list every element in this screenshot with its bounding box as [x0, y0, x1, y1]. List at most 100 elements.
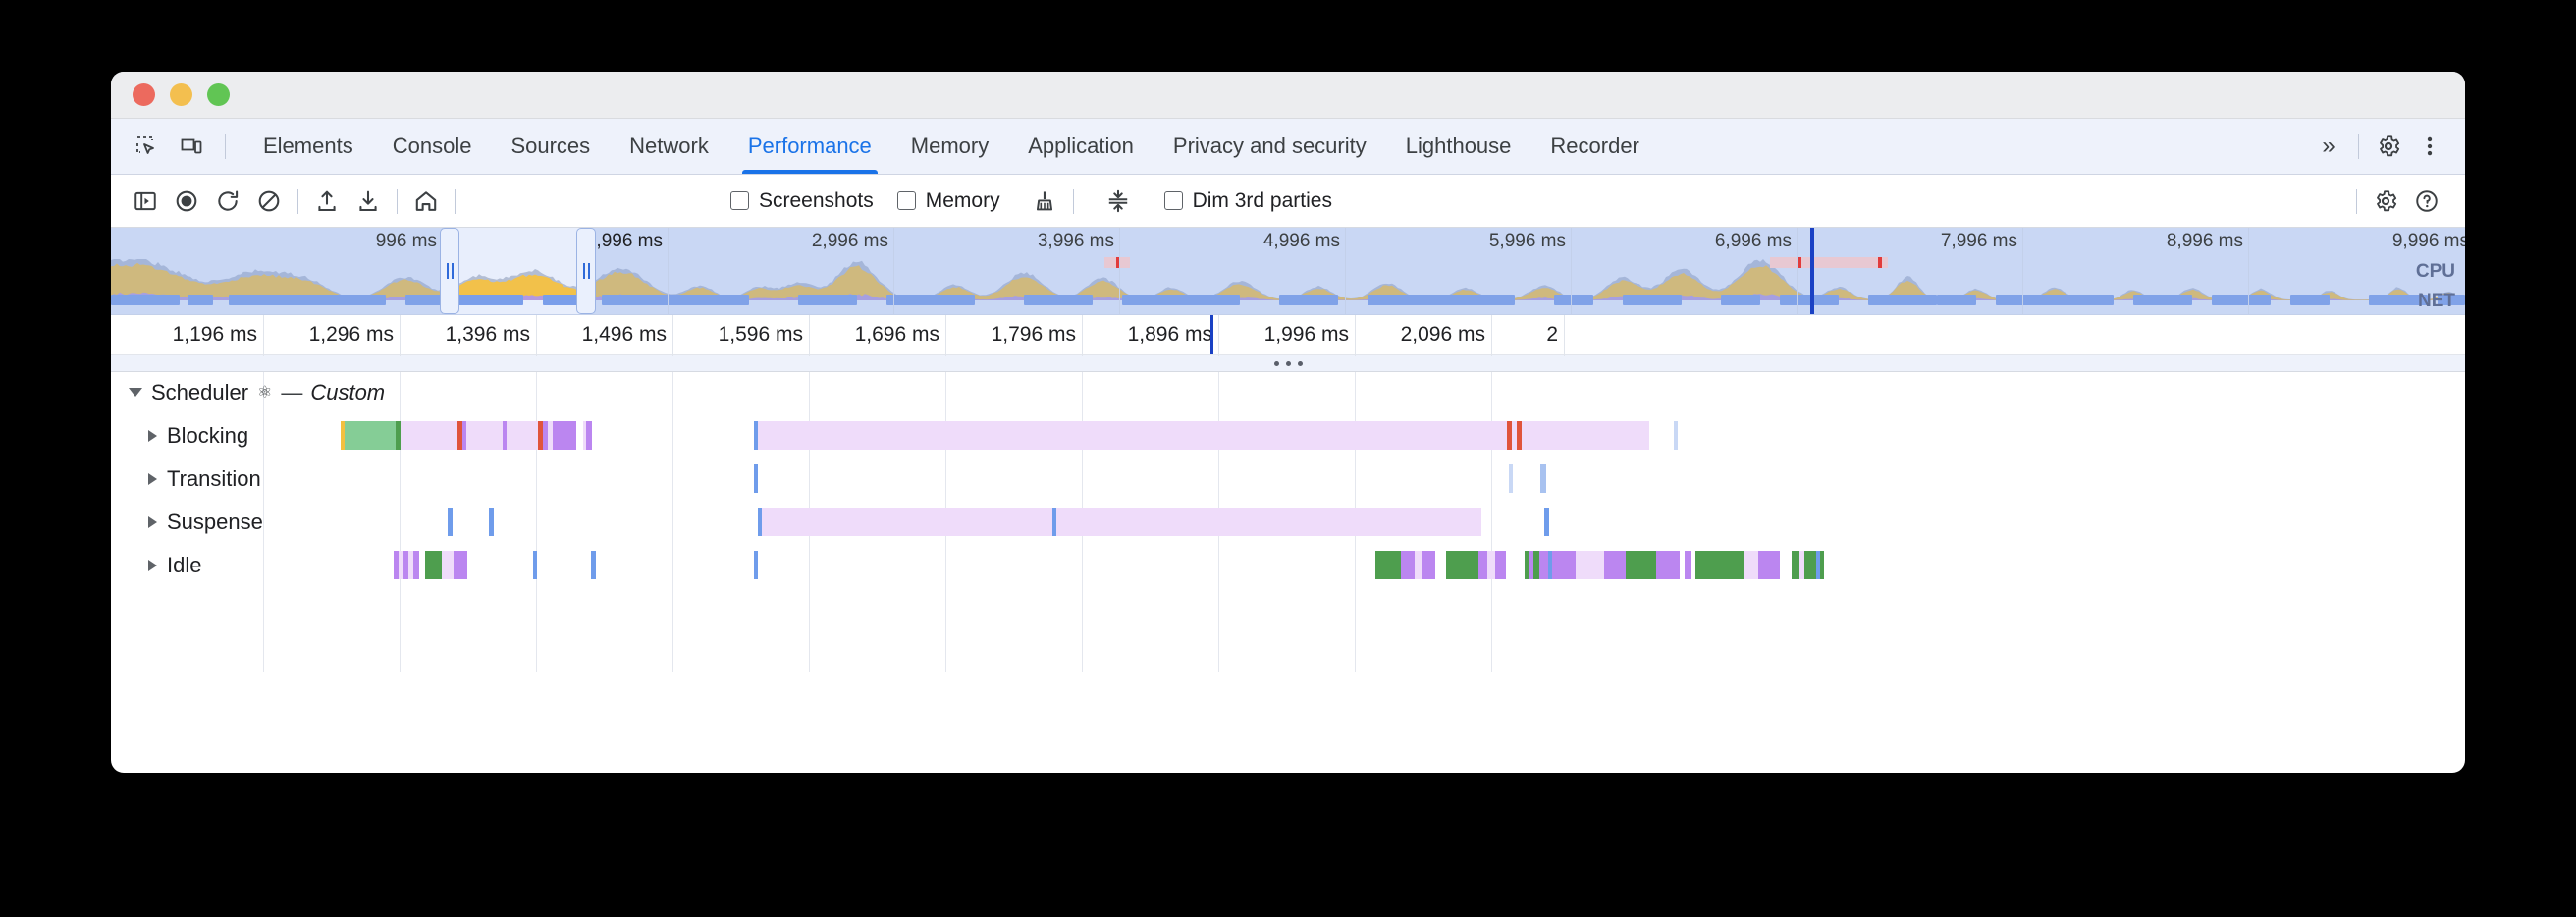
flame-event-bar[interactable]: [408, 551, 413, 579]
tab-overflow-icon[interactable]: »: [2309, 127, 2348, 166]
flame-event-bar[interactable]: [462, 421, 466, 450]
flame-event-bar[interactable]: [1509, 464, 1513, 493]
dim-3rd-parties-checkbox[interactable]: Dim 3rd parties: [1163, 189, 1332, 213]
flame-event-bar[interactable]: [1548, 551, 1552, 579]
collapse-icon[interactable]: [1098, 181, 1139, 222]
flame-event-bar[interactable]: [448, 508, 453, 536]
screenshots-checkbox-box[interactable]: [730, 191, 749, 210]
flame-event-bar[interactable]: [754, 551, 758, 579]
chevron-down-icon[interactable]: [129, 388, 142, 397]
chevron-right-icon[interactable]: [148, 515, 157, 528]
flame-event-bar[interactable]: [1052, 508, 1056, 536]
overview-window-left-handle[interactable]: [440, 228, 459, 314]
flame-event-bar[interactable]: [1512, 421, 1517, 450]
tab-memory[interactable]: Memory: [891, 119, 1008, 174]
flame-event-bar[interactable]: [1695, 551, 1744, 579]
flame-event-bar[interactable]: [533, 551, 537, 579]
zoom-window-button[interactable]: [207, 83, 230, 106]
flame-event-bar[interactable]: [576, 421, 583, 450]
inspect-element-icon[interactable]: [127, 127, 166, 166]
memory-checkbox-box[interactable]: [896, 191, 916, 210]
tab-performance[interactable]: Performance: [728, 119, 891, 174]
flame-chart[interactable]: Scheduler ⚛ — Custom Blocking Transition: [111, 372, 2465, 672]
reload-and-record-icon[interactable]: [207, 181, 248, 222]
capture-settings-gear-icon[interactable]: [2365, 181, 2406, 222]
memory-checkbox[interactable]: Memory: [896, 189, 1000, 213]
chevron-right-icon[interactable]: [148, 472, 157, 485]
flame-event-bar[interactable]: [399, 551, 402, 579]
track-suspense-label[interactable]: Suspense: [111, 502, 263, 542]
garbage-collect-icon[interactable]: [1024, 181, 1065, 222]
close-window-button[interactable]: [133, 83, 155, 106]
flame-event-bar[interactable]: [543, 421, 548, 450]
upload-profile-icon[interactable]: [306, 181, 348, 222]
record-icon[interactable]: [166, 181, 207, 222]
overview-window-right-handle[interactable]: [576, 228, 596, 314]
flame-event-bar[interactable]: [1540, 464, 1546, 493]
flame-event-bar[interactable]: [466, 421, 503, 450]
flame-event-bar[interactable]: [583, 421, 586, 450]
flame-event-bar[interactable]: [1422, 551, 1435, 579]
settings-gear-icon[interactable]: [2369, 127, 2408, 166]
track-suspense[interactable]: Suspense: [111, 502, 2465, 542]
chevron-right-icon[interactable]: [148, 429, 157, 442]
flame-event-bar[interactable]: [1792, 551, 1799, 579]
flame-event-bar[interactable]: [1539, 551, 1548, 579]
flame-event-bar[interactable]: [345, 421, 396, 450]
tab-recorder[interactable]: Recorder: [1530, 119, 1658, 174]
tab-lighthouse[interactable]: Lighthouse: [1386, 119, 1531, 174]
tab-privacy-and-security[interactable]: Privacy and security: [1154, 119, 1386, 174]
flame-event-bar[interactable]: [1656, 551, 1680, 579]
flame-event-bar[interactable]: [394, 551, 399, 579]
panel-resize-handle[interactable]: [111, 355, 2465, 372]
minimize-window-button[interactable]: [170, 83, 192, 106]
tab-network[interactable]: Network: [610, 119, 728, 174]
flame-event-bar[interactable]: [1415, 551, 1422, 579]
flame-event-bar[interactable]: [1401, 551, 1415, 579]
flame-event-bar[interactable]: [413, 551, 419, 579]
tab-application[interactable]: Application: [1008, 119, 1154, 174]
flame-event-bar[interactable]: [1478, 551, 1487, 579]
help-icon[interactable]: [2406, 181, 2447, 222]
track-transition-label[interactable]: Transition: [111, 458, 261, 499]
flame-event-bar[interactable]: [489, 508, 494, 536]
track-group-scheduler[interactable]: Scheduler ⚛ — Custom: [111, 372, 2465, 412]
flame-event-bar[interactable]: [1626, 551, 1656, 579]
flame-event-bar[interactable]: [454, 551, 467, 579]
track-idle[interactable]: Idle: [111, 545, 2465, 585]
flame-event-bar[interactable]: [1744, 551, 1758, 579]
flame-event-bar[interactable]: [1495, 551, 1506, 579]
flame-event-bar[interactable]: [396, 421, 401, 450]
flame-event-bar[interactable]: [591, 551, 596, 579]
flame-event-bar[interactable]: [1544, 508, 1549, 536]
track-blocking-label[interactable]: Blocking: [111, 415, 248, 456]
track-blocking[interactable]: Blocking: [111, 415, 2465, 456]
track-group-scheduler-label[interactable]: Scheduler ⚛ — Custom: [111, 372, 385, 412]
flame-event-bar[interactable]: [1816, 551, 1820, 579]
flame-event-bar[interactable]: [401, 421, 457, 450]
flame-event-bar[interactable]: [1375, 551, 1401, 579]
flame-event-bar[interactable]: [553, 421, 576, 450]
device-toolbar-icon[interactable]: [172, 127, 211, 166]
chevron-right-icon[interactable]: [148, 559, 157, 571]
track-idle-label[interactable]: Idle: [111, 545, 201, 585]
dim-3rd-parties-checkbox-box[interactable]: [1163, 191, 1183, 210]
flame-event-bar[interactable]: [1446, 551, 1478, 579]
track-transition[interactable]: Transition: [111, 458, 2465, 499]
flame-event-bar[interactable]: [1056, 508, 1481, 536]
tab-sources[interactable]: Sources: [491, 119, 610, 174]
flame-event-bar[interactable]: [1533, 551, 1539, 579]
flame-event-bar[interactable]: [538, 421, 543, 450]
flame-event-bar[interactable]: [1758, 551, 1780, 579]
toggle-sidebar-icon[interactable]: [125, 181, 166, 222]
flame-event-bar[interactable]: [402, 551, 408, 579]
home-icon[interactable]: [405, 181, 447, 222]
tab-console[interactable]: Console: [373, 119, 492, 174]
flame-event-bar[interactable]: [1530, 551, 1533, 579]
flame-event-bar[interactable]: [758, 421, 1507, 450]
flame-event-bar[interactable]: [586, 421, 592, 450]
clear-icon[interactable]: [248, 181, 290, 222]
more-options-kebab-icon[interactable]: [2410, 127, 2449, 166]
flame-event-bar[interactable]: [1517, 421, 1522, 450]
